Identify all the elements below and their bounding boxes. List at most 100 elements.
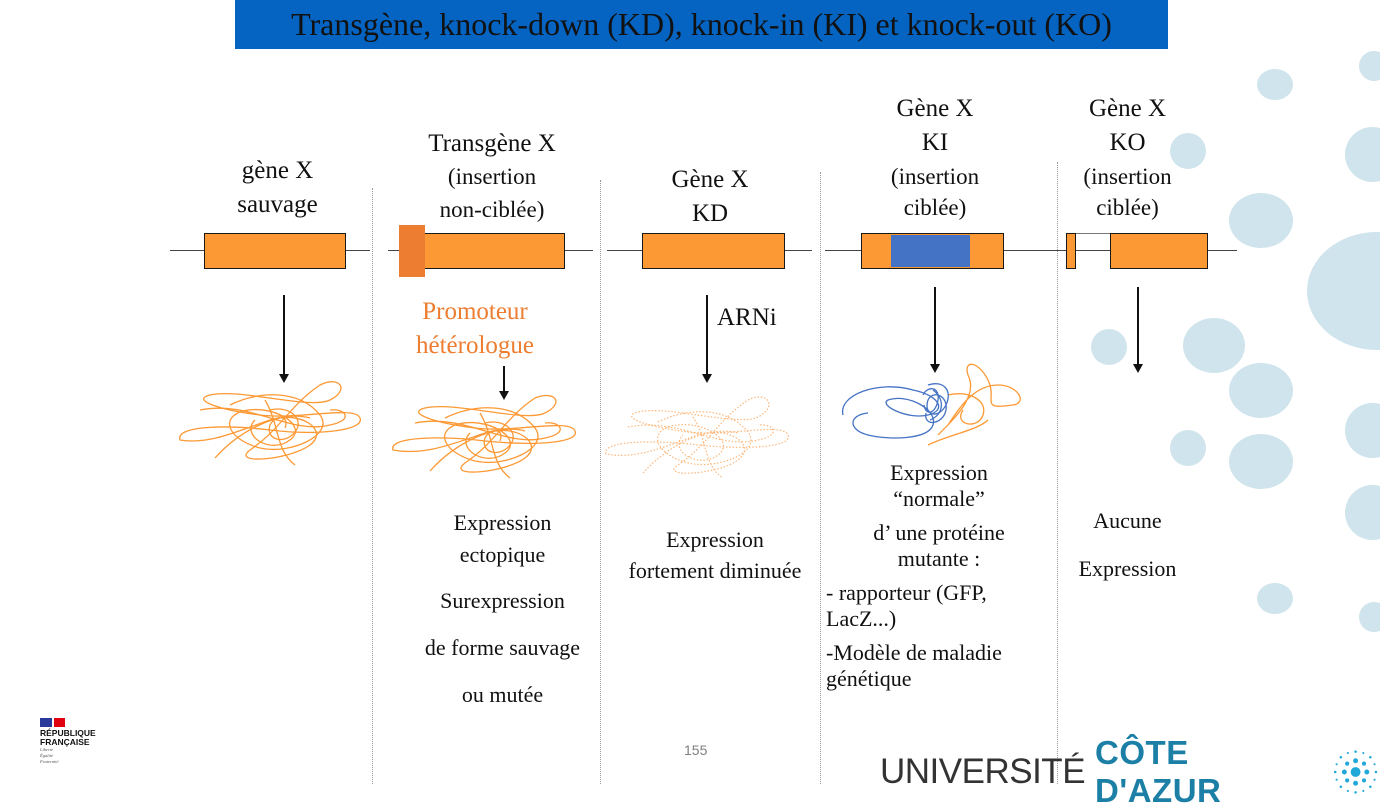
- bubble-decor: [1307, 232, 1380, 350]
- bubble-decor: [1345, 485, 1380, 540]
- bubble-decor: [1345, 403, 1380, 458]
- description-line: fortement diminuée: [628, 558, 802, 583]
- header-line: KO: [1109, 129, 1146, 156]
- header-line: (insertion: [890, 164, 980, 189]
- description-knock-out: Aucune Expression: [1060, 505, 1195, 584]
- header-transgene: Transgène X (insertion non-ciblée): [392, 127, 592, 226]
- description-line: Expression: [1078, 556, 1177, 581]
- bubble-decor: [1229, 193, 1293, 248]
- header-line: KD: [691, 200, 729, 227]
- promoter-label-line: Promoteur: [422, 298, 528, 325]
- header-knock-out: Gène X KO (insertion ciblée): [1040, 92, 1215, 223]
- inserted-sequence-block: [891, 235, 970, 267]
- protein-scribble-transgene: [392, 394, 576, 479]
- bubble-decor: [1359, 602, 1380, 632]
- bubble-decor: [1229, 363, 1293, 418]
- protein-scribble-knock-down: [605, 396, 789, 479]
- universite-cote-dazur-logo: UNIVERSITÉ CÔTE D'AZUR: [880, 734, 1380, 810]
- motto: Liberté Égalité Fraternité: [40, 747, 96, 765]
- down-arrow-icon: [930, 287, 940, 373]
- bubble-decor: [1183, 318, 1245, 373]
- description-line: Expression: [890, 460, 988, 485]
- motto-line: Liberté: [40, 747, 53, 752]
- column-divider: [1057, 162, 1058, 784]
- francaise-line: FRANÇAISE: [40, 737, 90, 747]
- description-line: de forme sauvage: [424, 635, 581, 660]
- header-line: (insertion: [1083, 164, 1172, 189]
- gene-exon: [642, 233, 785, 269]
- title-bar: Transgène, knock-down (KD), knock-in (KI…: [235, 0, 1168, 49]
- sun-dots-icon: [1333, 750, 1378, 794]
- description-line: LacZ...): [826, 606, 897, 631]
- logo-cote-dazur-text: CÔTE D'AZUR: [1095, 734, 1222, 809]
- column-divider: [372, 188, 373, 784]
- description-line: ectopique: [459, 542, 546, 567]
- header-line: ciblée): [903, 195, 967, 220]
- bubble-decor: [1359, 51, 1380, 81]
- logo-universite-text: UNIVERSITÉ: [880, 752, 1086, 791]
- bubble-decor: [1257, 69, 1293, 100]
- gene-exon: [204, 233, 346, 269]
- rnai-label: ARNi: [717, 304, 777, 331]
- heterologous-promoter-block: [399, 225, 425, 277]
- description-line: Expression: [666, 527, 764, 552]
- motto-line: Fraternité: [40, 759, 59, 764]
- bubble-decor: [1170, 133, 1206, 169]
- header-line: (insertion: [447, 164, 537, 189]
- protein-scribble-blue-paths: [842, 383, 949, 439]
- header-line: Gène X: [671, 166, 749, 193]
- description-transgene: Expression ectopique Surexpression de fo…: [400, 507, 605, 711]
- flag-icon: [40, 718, 96, 727]
- description-line: Surexpression: [440, 588, 565, 613]
- bubble-decor: [1170, 430, 1206, 466]
- deletion-gap-edge: [1075, 233, 1111, 234]
- description-line: “normale”: [893, 486, 985, 511]
- down-arrow-icon: [702, 295, 712, 383]
- header-wild-type: gène X sauvage: [190, 154, 365, 222]
- header-line: gène X: [241, 157, 314, 184]
- gene-exon: [1110, 233, 1208, 269]
- header-line: non-ciblée): [439, 197, 545, 222]
- description-line: -Modèle de maladie: [826, 640, 1002, 665]
- bubble-decor: [1345, 127, 1380, 182]
- slide-title: Transgène, knock-down (KD), knock-in (KI…: [291, 6, 1112, 42]
- gene-exon-fragment: [1066, 233, 1076, 269]
- motto-line: Égalité: [40, 753, 53, 758]
- protein-scribble-paths: [179, 381, 361, 466]
- header-line: Gène X: [1088, 95, 1167, 122]
- promoter-label-line: hétérologue: [415, 332, 534, 359]
- bubble-decor: [1229, 434, 1293, 489]
- bubble-decor: [1091, 329, 1127, 365]
- description-knock-in: Expression “normale” d’ une protéine mut…: [826, 460, 1052, 692]
- header-line: Gène X: [896, 95, 974, 122]
- description-line: Aucune: [1093, 508, 1162, 533]
- protein-scribble-knock-in: [842, 363, 1021, 446]
- description-line: - rapporteur (GFP,: [826, 580, 987, 605]
- description-line: mutante :: [897, 546, 981, 571]
- description-line: d’ une protéine: [873, 520, 1005, 545]
- header-line: Transgène X: [428, 130, 556, 157]
- header-knock-down: Gène X KD: [620, 163, 800, 231]
- protein-scribble-paths: [605, 396, 789, 479]
- promoter-label: Promoteur hétérologue: [390, 295, 560, 363]
- republique-francaise-logo: RÉPUBLIQUE FRANÇAISE Liberté Égalité Fra…: [40, 718, 96, 765]
- header-knock-in: Gène X KI (insertion ciblée): [845, 92, 1025, 223]
- protein-scribble-orange-paths: [927, 363, 1021, 446]
- page-number: 155: [684, 742, 708, 758]
- column-divider: [600, 180, 601, 784]
- down-arrow-icon: [499, 366, 509, 400]
- column-divider: [820, 172, 821, 784]
- header-line: ciblée): [1096, 195, 1159, 220]
- description-line: Expression: [453, 510, 552, 535]
- protein-scribble-wild-type: [179, 381, 361, 466]
- gene-exon: [420, 233, 565, 269]
- header-line: KI: [921, 129, 949, 156]
- header-line: sauvage: [237, 191, 318, 218]
- description-line: génétique: [826, 666, 912, 691]
- republique-line: RÉPUBLIQUE: [40, 728, 96, 738]
- description-knock-down: Expression fortement diminuée: [605, 524, 825, 586]
- down-arrow-icon: [1133, 287, 1143, 373]
- bubble-decor: [1257, 583, 1293, 614]
- down-arrow-icon: [279, 295, 289, 383]
- description-line: ou mutée: [461, 682, 544, 707]
